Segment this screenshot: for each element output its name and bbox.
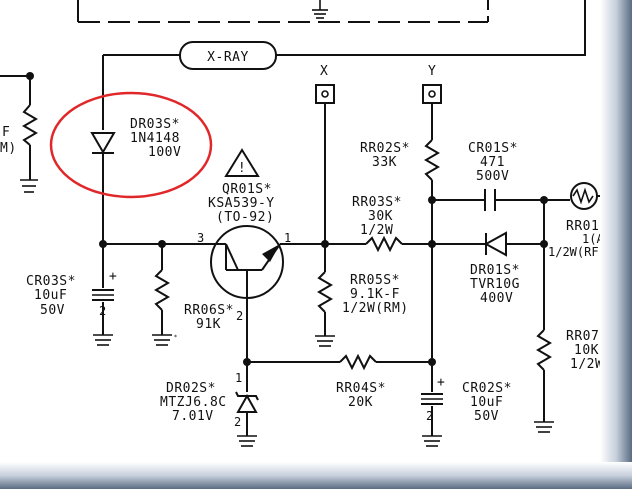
ground-mark: * [174, 334, 177, 341]
capacitor-cr03s: + 2 CR03S* 10uF 50V [26, 244, 117, 346]
dr03s-part: 1N4148 [130, 131, 180, 146]
rr05s-power: 1/2W(RM) [342, 301, 409, 316]
x-label: X [320, 64, 328, 79]
resistor-rr03s: RR03S* 30K 1/2W [325, 195, 432, 253]
cr03s-value: 10uF [34, 288, 67, 303]
cr03s-rating: 50V [40, 303, 65, 318]
qr01s-ref: QR01S* [222, 182, 272, 197]
dr03s-value: 100V [148, 145, 181, 160]
cr01s-ref: CR01S* [468, 141, 518, 156]
diode-dr01s: DR01S* TVR10G 400V [432, 231, 548, 306]
highlight-ellipse [49, 91, 213, 199]
left-label-m: M) [0, 141, 17, 156]
right-frame-edge [600, 0, 632, 489]
rr03s-power: 1/2W [360, 223, 393, 238]
dr02s-pin1: 1 [235, 371, 242, 385]
right-bus [103, 0, 586, 56]
cr02s-pin-pos: + [437, 375, 445, 390]
capacitor-cr02s: + 2 CR02S* 10uF 50V [421, 362, 512, 447]
qr01s-part: KSA539-Y [208, 196, 275, 211]
xray-label: X-RAY [207, 50, 249, 65]
xray-connector: X-RAY [179, 41, 277, 70]
test-point-x: X [315, 64, 335, 248]
cr02s-ref: CR02S* [462, 381, 512, 396]
left-label-f: F [2, 125, 10, 140]
qr01s-package: (TO-92) [216, 210, 274, 225]
resistor-rr05s: RR05S* 9.1K-F 1/2W(RM) [315, 244, 409, 347]
rr06s-value: 91K [196, 317, 221, 332]
cr03s-ref: CR03S* [26, 274, 76, 289]
rr02s-value: 33K [372, 155, 397, 170]
rr04s-ref: RR04S* [336, 381, 386, 396]
dr03s-ref: DR03S* [130, 117, 180, 132]
dr02s-value: 7.01V [172, 409, 214, 424]
left-edge-circuit: F M) [0, 72, 38, 193]
cr02s-rating: 50V [474, 409, 499, 424]
dr02s-pin2: 2 [234, 415, 241, 429]
dr02s-ref: DR02S* [166, 381, 216, 396]
base-net [99, 240, 210, 248]
rr07s-value: 10K [574, 343, 599, 358]
pin-collector: 2 [236, 309, 243, 323]
zener-dr02s: 1 2 DR02S* MTZJ6.8C 7.01V [160, 362, 259, 447]
rr02s-ref: RR02S* [360, 141, 410, 156]
y-label: Y [428, 64, 436, 79]
rr06s-ref: RR06S* [184, 303, 234, 318]
warning-symbol: ! [238, 161, 246, 176]
rr01s-power: 1/2W(RF) [548, 245, 606, 259]
capacitor-cr01s: CR01S* 471 500V [432, 141, 548, 211]
diode-dr03s: DR03S* 1N4148 100V [90, 55, 181, 244]
rr03s-value: 30K [368, 209, 393, 224]
rr07s-power: 1/2W [570, 357, 603, 372]
collector-net: RR06S* 91K RR04S* 20K [184, 303, 436, 410]
dr02s-part: MTZJ6.8C [160, 395, 227, 410]
transistor-qr01s: 3 1 2 QR01S* KSA539-Y (TO-92) [197, 182, 324, 323]
rr05s-ref: RR05S* [350, 273, 400, 288]
rr05s-value: 9.1K-F [350, 287, 400, 302]
cr03s-pin-pos: + [109, 269, 117, 284]
resistor-base-ground: * [152, 244, 177, 346]
pin-emitter: 1 [284, 231, 291, 245]
cr03s-pin-neg: 2 [99, 304, 106, 318]
bottom-frame-edge [0, 462, 632, 489]
rr04s-value: 20K [348, 395, 373, 410]
dashed-enclosure [77, 0, 489, 23]
cr02s-value: 10uF [470, 395, 503, 410]
dr01s-part: TVR10G [470, 277, 520, 292]
cr01s-value: 471 [480, 155, 505, 170]
dr01s-ref: DR01S* [470, 263, 520, 278]
cr02s-pin-neg: 2 [426, 409, 433, 423]
rr03s-ref: RR03S* [352, 195, 402, 210]
pin-base: 3 [197, 231, 204, 245]
warning-triangle: ! [224, 148, 260, 177]
cr01s-rating: 500V [476, 169, 509, 184]
test-point-y: Y RR02S* 33K [360, 64, 442, 362]
dr01s-value: 400V [480, 291, 513, 306]
